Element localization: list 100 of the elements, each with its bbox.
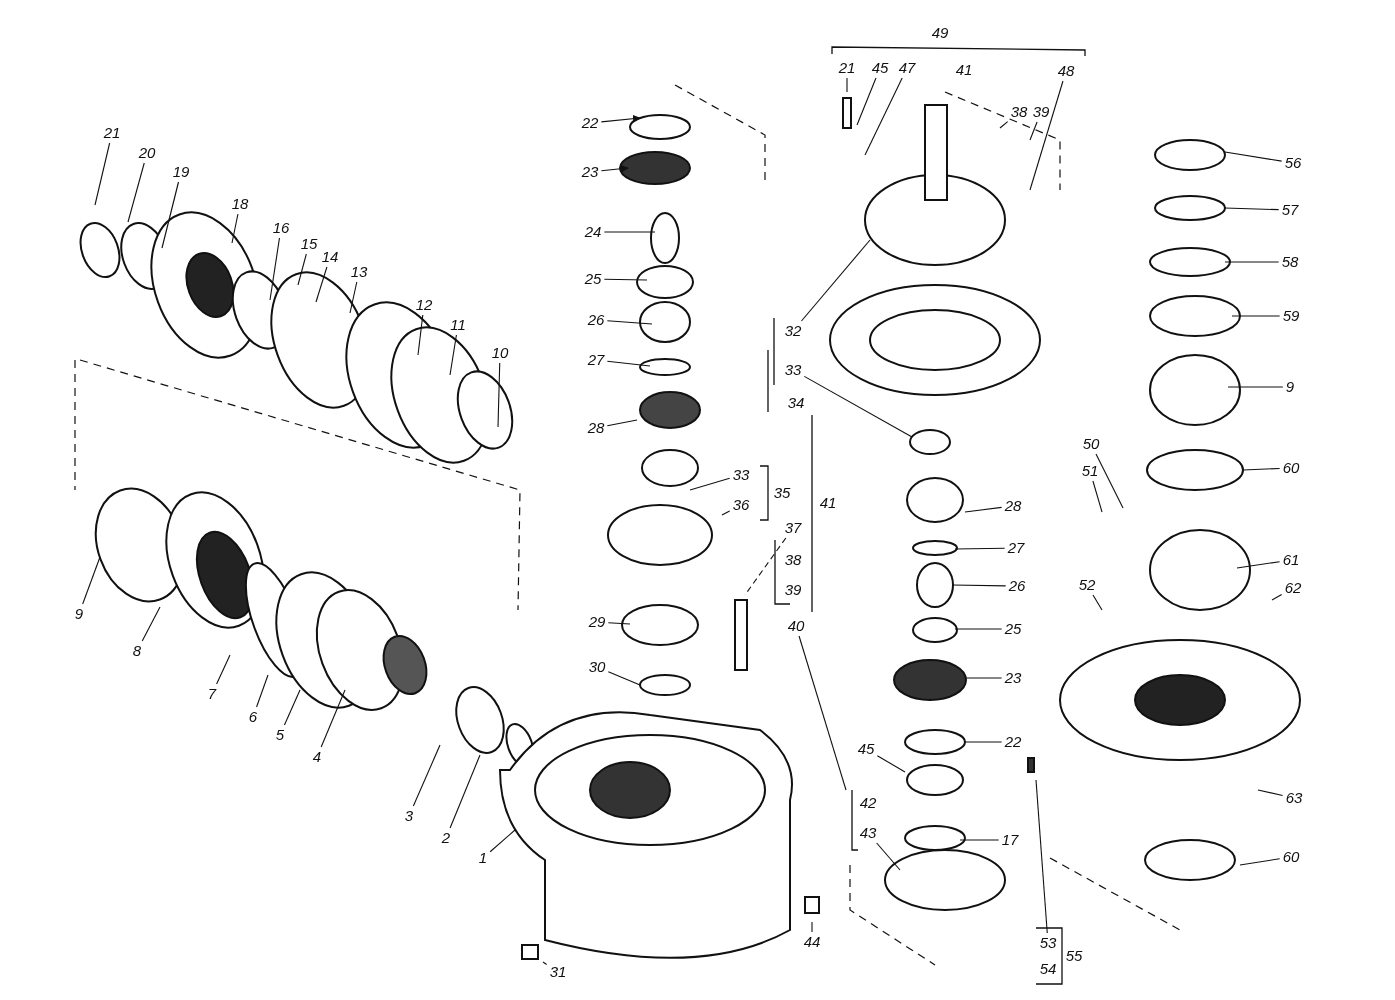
callout-number: 39 (783, 582, 803, 598)
callout-number: 8 (131, 643, 143, 659)
callout-number: 34 (786, 395, 806, 411)
leader-line (542, 961, 548, 965)
leader-line (954, 547, 1006, 550)
leader-line (1271, 593, 1283, 601)
callout-number: 19 (171, 164, 191, 180)
callout-number: 63 (1284, 790, 1304, 806)
leader-line (231, 213, 239, 244)
callout-number: 30 (587, 659, 607, 675)
callout-number: 45 (856, 741, 876, 757)
leader-line (94, 142, 111, 206)
callout-number: 27 (1006, 540, 1026, 556)
leader-line (497, 362, 501, 428)
callout-number: 18 (230, 196, 250, 212)
leader-line (876, 842, 901, 871)
leader-line (449, 754, 481, 829)
callout-number: 33 (783, 362, 803, 378)
callout-number: 23 (1003, 670, 1023, 686)
leader-line (607, 671, 641, 686)
callout-number: 22 (580, 115, 600, 131)
leader-line (607, 622, 631, 625)
callout-number: 12 (414, 297, 434, 313)
callout-number: 22 (1003, 734, 1023, 750)
callout-number: 9 (73, 606, 85, 622)
leader-line (349, 281, 358, 314)
leader-line (1029, 80, 1064, 191)
callout-number: 26 (1007, 578, 1027, 594)
callout-number: 10 (490, 345, 510, 361)
callout-number: 60 (1281, 849, 1301, 865)
leader-line (283, 689, 301, 726)
callout-number: 20 (137, 145, 157, 161)
callout-number: 53 (1038, 935, 1058, 951)
callout-number: 2 (440, 830, 452, 846)
leader-line (600, 164, 629, 173)
leader-line (1224, 207, 1280, 211)
leader-line (689, 477, 731, 491)
callout-number: 16 (271, 220, 291, 236)
callout-number: 54 (1038, 961, 1058, 977)
callout-number: 33 (731, 467, 751, 483)
leader-line (1257, 789, 1284, 797)
leader-line (269, 237, 281, 301)
leader-line (297, 253, 307, 286)
callout-number: 61 (1281, 552, 1301, 568)
callout-number: 42 (858, 795, 878, 811)
callout-number: 38 (1009, 104, 1029, 120)
callout-number: 45 (870, 60, 890, 76)
leader-line (256, 674, 269, 708)
leader-line (964, 677, 1003, 679)
leader-line (1224, 261, 1280, 263)
callout-number: 43 (858, 825, 878, 841)
leader-line (127, 162, 145, 223)
leader-line (798, 635, 847, 791)
leader-line (1029, 121, 1038, 141)
leader-line (1035, 779, 1048, 934)
callout-number: 31 (548, 964, 568, 980)
callout-number: 29 (587, 614, 607, 630)
leader-line (951, 584, 1007, 587)
leader-line (999, 121, 1009, 129)
callout-number: 24 (583, 224, 603, 240)
callout-number: 27 (586, 352, 606, 368)
leader-line (1236, 561, 1281, 569)
callout-number: 40 (786, 618, 806, 634)
callout-number: 17 (1000, 832, 1020, 848)
callout-number: 47 (897, 60, 917, 76)
callout-number: 39 (1031, 104, 1051, 120)
leader-line (603, 231, 656, 233)
leader-line (964, 506, 1003, 513)
callout-number: 26 (586, 312, 606, 328)
leader-line (803, 375, 913, 438)
callout-number: 41 (818, 495, 838, 511)
leader-line (721, 510, 731, 516)
callout-number: 11 (449, 317, 467, 333)
callout-number: 32 (783, 323, 803, 339)
leader-line (864, 77, 903, 156)
callout-number: 41 (954, 62, 974, 78)
callout-number: 44 (802, 934, 822, 950)
callout-number: 50 (1081, 436, 1101, 452)
callout-number: 55 (1064, 948, 1084, 964)
callout-number: 5 (274, 727, 286, 743)
callout-number: 23 (580, 164, 600, 180)
callout-number: 14 (320, 249, 340, 265)
callout-number: 48 (1056, 63, 1076, 79)
leader-line (800, 239, 871, 322)
callout-number: 13 (349, 264, 369, 280)
leader-line (1224, 151, 1283, 162)
leader-line (449, 334, 457, 376)
leader-line (417, 314, 424, 356)
callout-number: 58 (1280, 254, 1300, 270)
leader-line (846, 77, 848, 93)
callout-number: 25 (1003, 621, 1023, 637)
callout-number: 37 (783, 520, 803, 536)
leader-line (606, 360, 651, 367)
leader-line (141, 606, 161, 642)
leader-line (315, 266, 328, 303)
callout-number: 60 (1281, 460, 1301, 476)
callout-number: 25 (583, 271, 603, 287)
callout-number: 62 (1283, 580, 1303, 596)
callout-number: 28 (586, 420, 606, 436)
leader-line (216, 654, 231, 685)
